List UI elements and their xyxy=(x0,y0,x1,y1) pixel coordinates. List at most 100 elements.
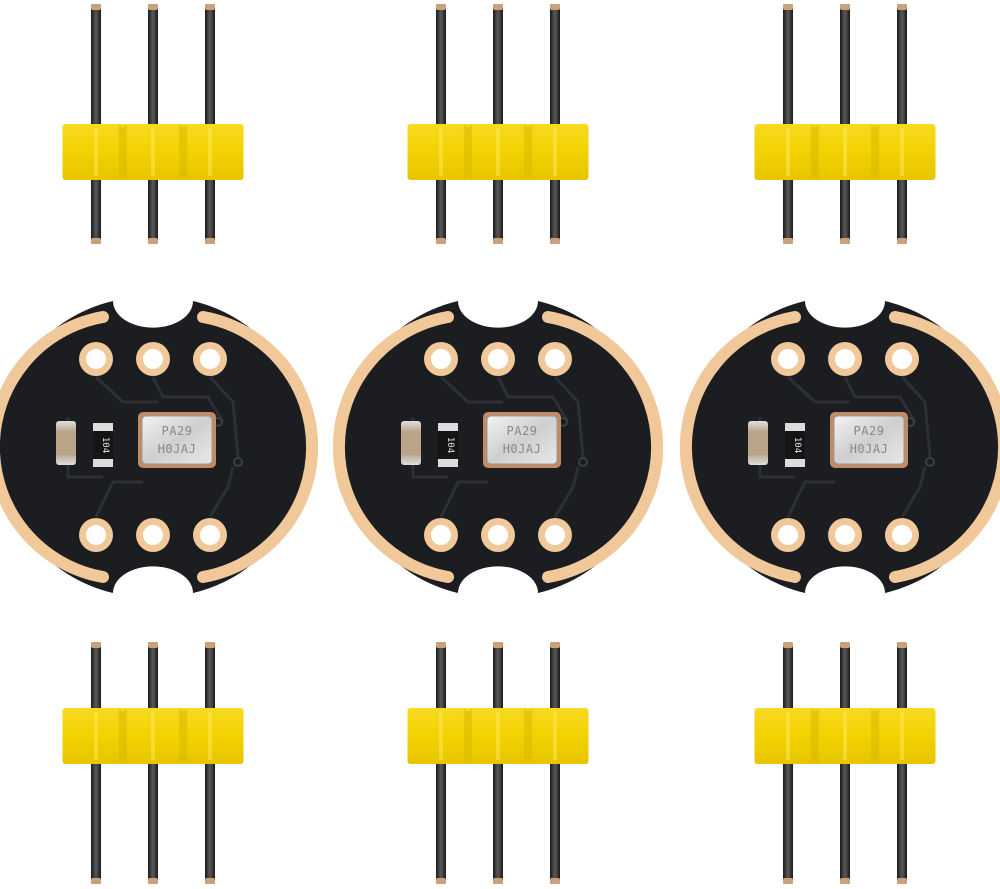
pcb-via xyxy=(578,457,588,467)
pcb-trace xyxy=(900,375,932,458)
resistor-terminal xyxy=(785,459,805,467)
solder-pad-hole xyxy=(835,525,855,545)
solder-pad-hole xyxy=(200,525,220,545)
resistor-terminal xyxy=(438,459,458,467)
resistor-terminal xyxy=(93,423,113,431)
header-pin-tip xyxy=(783,4,793,10)
solder-pad-hole xyxy=(778,349,798,369)
header-pin-tip xyxy=(148,642,158,648)
copper-ring-right xyxy=(889,311,1000,583)
pcb-trace xyxy=(208,375,240,458)
pin-header-top-1 xyxy=(62,4,244,244)
resistor-body xyxy=(93,423,113,467)
solder-pad-hole xyxy=(892,525,912,545)
header-plastic-highlight xyxy=(553,712,557,760)
header-pin-tip xyxy=(436,642,446,648)
header-plastic-highlight xyxy=(843,128,847,176)
header-pin-tip xyxy=(897,642,907,648)
solder-pad-hole xyxy=(488,349,508,369)
header-plastic-highlight xyxy=(208,712,212,760)
header-pin-tip xyxy=(783,878,793,884)
header-pin-tip xyxy=(205,4,215,10)
header-plastic-highlight xyxy=(151,712,155,760)
header-pin-tip xyxy=(91,642,101,648)
pin-header-bottom-1 xyxy=(62,642,244,884)
header-plastic-notch xyxy=(810,124,819,180)
header-plastic-notch xyxy=(179,124,188,180)
smd-resistor: 104 xyxy=(785,423,805,467)
header-plastic-notch xyxy=(524,124,533,180)
header-pin-tip xyxy=(550,642,560,648)
header-plastic-highlight xyxy=(439,128,443,176)
header-pin-tip xyxy=(91,4,101,10)
header-plastic-highlight xyxy=(94,712,98,760)
pcb-trace xyxy=(553,466,580,518)
header-plastic-highlight xyxy=(208,128,212,176)
header-plastic-notch xyxy=(463,124,472,180)
solder-pad-hole xyxy=(143,525,163,545)
pcb-trace xyxy=(151,376,225,423)
solder-pad-hole xyxy=(835,349,855,369)
header-plastic-highlight xyxy=(553,128,557,176)
header-pin-tip xyxy=(897,878,907,884)
resistor-body xyxy=(785,423,805,467)
solder-pad-hole xyxy=(143,349,163,369)
solder-pad-hole xyxy=(86,349,106,369)
header-pin-tip xyxy=(493,238,503,244)
resistor-body xyxy=(438,423,458,467)
solder-pad-hole xyxy=(892,349,912,369)
pin-headers-bottom-row xyxy=(62,642,936,884)
copper-ring-left xyxy=(0,311,109,583)
resistor-marking: 104 xyxy=(792,437,802,453)
mic-marking-line2: H0JAJ xyxy=(850,442,889,456)
header-plastic-highlight xyxy=(900,128,904,176)
solder-pad-hole xyxy=(200,349,220,369)
copper-ring-right xyxy=(197,311,319,583)
header-plastic-highlight xyxy=(496,712,500,760)
pcb-trace xyxy=(496,376,570,423)
solder-pad-hole xyxy=(545,525,565,545)
header-pin-tip xyxy=(493,642,503,648)
mic-can xyxy=(833,415,905,465)
pcb-trace xyxy=(786,375,850,404)
resistor-terminal xyxy=(93,459,113,467)
header-plastic-notch xyxy=(524,708,533,764)
header-pin-tip xyxy=(783,642,793,648)
solder-pad-hole xyxy=(488,525,508,545)
smd-resistor: 104 xyxy=(438,423,458,467)
header-pin-tip xyxy=(91,878,101,884)
mic-marking-line2: H0JAJ xyxy=(503,442,542,456)
pcb-via xyxy=(925,457,935,467)
resistor-terminal xyxy=(438,423,458,431)
header-pin-tip xyxy=(550,238,560,244)
mic-can xyxy=(486,415,558,465)
smd-capacitor xyxy=(56,421,76,465)
header-plastic-highlight xyxy=(151,128,155,176)
pin-header-top-2 xyxy=(407,4,589,244)
header-pin-tip xyxy=(148,238,158,244)
header-plastic-highlight xyxy=(439,712,443,760)
pin-header-bottom-2 xyxy=(407,642,589,884)
header-pin-tip xyxy=(493,878,503,884)
header-plastic-highlight xyxy=(786,712,790,760)
mic-marking-line1: PA29 xyxy=(854,424,885,438)
pcb-trace xyxy=(786,480,835,518)
header-plastic-highlight xyxy=(900,712,904,760)
pin-header-bottom-3 xyxy=(754,642,936,884)
pcb-trace xyxy=(439,375,503,404)
solder-pad-hole xyxy=(86,525,106,545)
header-pin-tip xyxy=(436,4,446,10)
header-pin-tip xyxy=(436,238,446,244)
header-plastic-highlight xyxy=(94,128,98,176)
copper-ring-left xyxy=(679,311,801,583)
mic-marking-line1: PA29 xyxy=(162,424,193,438)
mic-can xyxy=(141,415,213,465)
solder-pad-hole xyxy=(431,349,451,369)
pin-header-top-3 xyxy=(754,4,936,244)
smd-capacitor xyxy=(401,421,421,465)
